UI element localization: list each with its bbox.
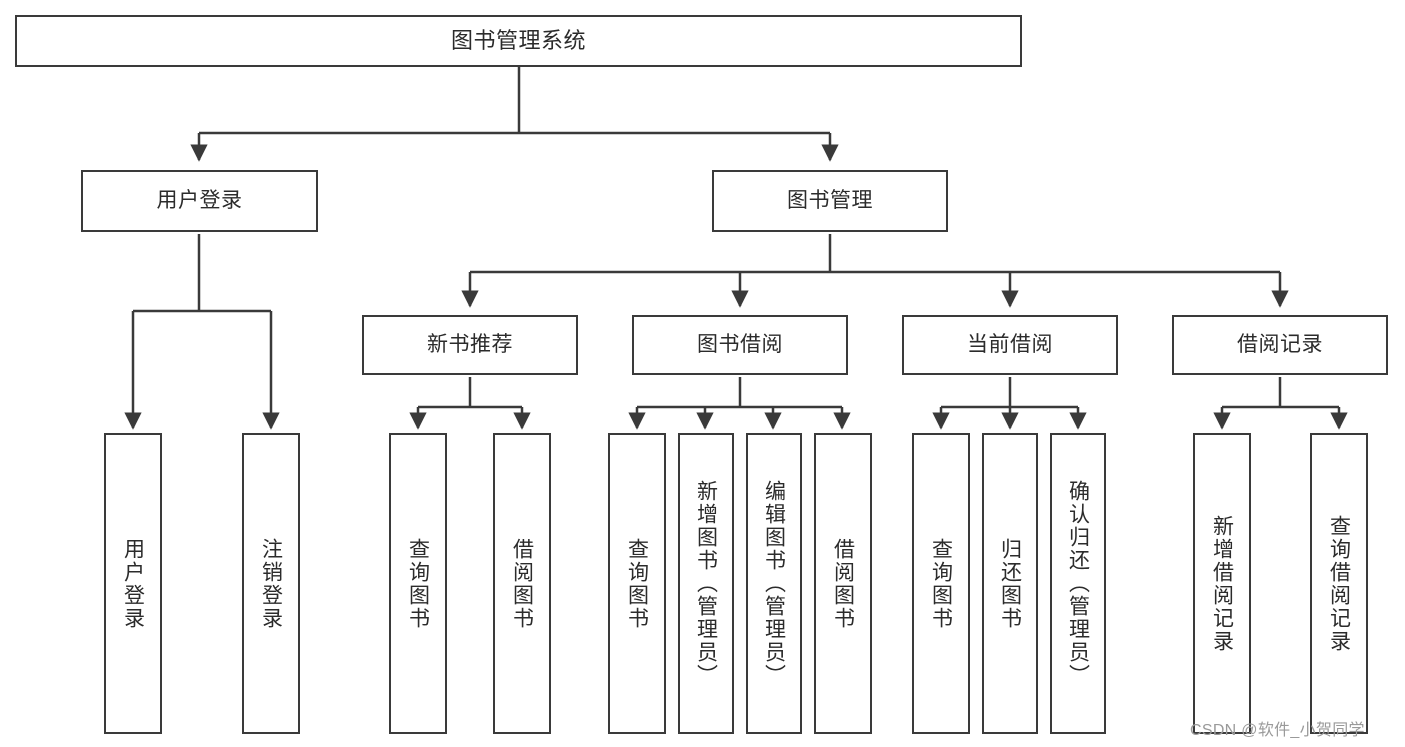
leaf-user-login-label: 用户登录 — [121, 537, 145, 630]
csdn-watermark: CSDN @软件_小贺同学 — [1190, 722, 1365, 739]
node-borrow-record-label: 借阅记录 — [1237, 332, 1323, 356]
node-book-borrow-label: 图书借阅 — [697, 332, 783, 356]
node-book-borrow[interactable]: 图书借阅 — [632, 315, 848, 375]
node-current-borrow-label: 当前借阅 — [967, 332, 1053, 356]
node-root-label: 图书管理系统 — [450, 28, 586, 54]
leaf-query-book-borrow-label: 查询图书 — [625, 537, 649, 630]
leaf-query-book-current[interactable]: 查询图书 — [912, 433, 970, 734]
leaf-borrow-book-recommend[interactable]: 借阅图书 — [493, 433, 551, 734]
leaf-edit-book-label: 编辑图书（管理员） — [762, 480, 786, 687]
leaf-borrow-book-label: 借阅图书 — [831, 537, 855, 630]
leaf-logout[interactable]: 注销登录 — [242, 433, 300, 734]
leaf-query-borrow-record[interactable]: 查询借阅记录 — [1310, 433, 1368, 734]
leaf-add-book-label: 新增图书（管理员） — [694, 480, 718, 687]
node-new-book-recommend[interactable]: 新书推荐 — [362, 315, 578, 375]
node-book-manage[interactable]: 图书管理 — [712, 170, 948, 232]
leaf-add-borrow-record-label: 新增借阅记录 — [1210, 514, 1234, 653]
node-new-book-recommend-label: 新书推荐 — [427, 332, 513, 356]
leaf-edit-book[interactable]: 编辑图书（管理员） — [746, 433, 802, 734]
leaf-query-borrow-record-label: 查询借阅记录 — [1327, 514, 1351, 653]
leaf-return-book[interactable]: 归还图书 — [982, 433, 1038, 734]
leaf-query-book-borrow[interactable]: 查询图书 — [608, 433, 666, 734]
node-root[interactable]: 图书管理系统 — [15, 15, 1022, 67]
node-current-borrow[interactable]: 当前借阅 — [902, 315, 1118, 375]
leaf-query-book-current-label: 查询图书 — [929, 537, 953, 630]
leaf-logout-label: 注销登录 — [259, 537, 283, 630]
leaf-confirm-return[interactable]: 确认归还（管理员） — [1050, 433, 1106, 734]
leaf-add-borrow-record[interactable]: 新增借阅记录 — [1193, 433, 1251, 734]
node-book-manage-label: 图书管理 — [787, 188, 873, 212]
leaf-borrow-book[interactable]: 借阅图书 — [814, 433, 872, 734]
node-user-login-label: 用户登录 — [156, 188, 243, 212]
node-user-login[interactable]: 用户登录 — [81, 170, 318, 232]
leaf-query-book-recommend-label: 查询图书 — [406, 537, 430, 630]
leaf-return-book-label: 归还图书 — [998, 537, 1022, 630]
node-borrow-record[interactable]: 借阅记录 — [1172, 315, 1388, 375]
leaf-confirm-return-label: 确认归还（管理员） — [1066, 480, 1090, 687]
leaf-user-login[interactable]: 用户登录 — [104, 433, 162, 734]
leaf-query-book-recommend[interactable]: 查询图书 — [389, 433, 447, 734]
leaf-borrow-book-recommend-label: 借阅图书 — [510, 537, 534, 630]
leaf-add-book[interactable]: 新增图书（管理员） — [678, 433, 734, 734]
